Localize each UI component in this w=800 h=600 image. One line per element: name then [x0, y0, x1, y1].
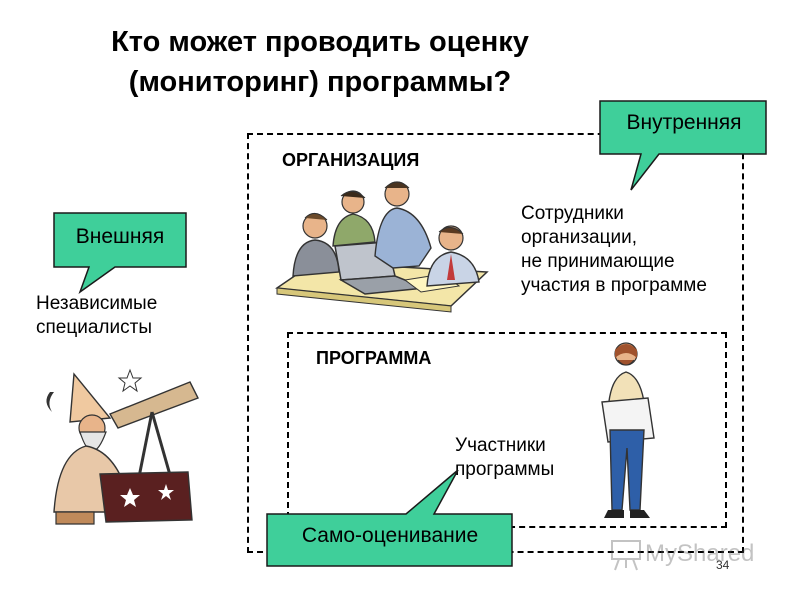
self-assessment-callout-label: Само-оценивание: [301, 524, 479, 547]
presentation-board-icon: [611, 540, 641, 571]
title-line-1: Кто может проводить оценку: [111, 26, 529, 58]
man-holding-folder-illustration: [596, 338, 660, 522]
watermark: MyShared: [609, 536, 769, 576]
team-meeting-illustration: [275, 176, 490, 314]
wizard-telescope-illustration: [40, 362, 202, 526]
organization-description: Сотрудники организации, не принимающие у…: [521, 203, 707, 296]
external-description: Независимые специалисты: [36, 293, 158, 338]
program-heading: ПРОГРАММА: [316, 348, 432, 368]
internal-callout: Внутренняя: [599, 100, 769, 192]
self-assessment-callout: Само-оценивание: [266, 468, 514, 568]
page-title: Кто может проводить оценку (мониторинг) …: [40, 22, 600, 102]
internal-callout-label: Внутренняя: [626, 111, 742, 134]
watermark-text: MyShared: [645, 540, 755, 567]
title-line-2: (мониторинг) программы?: [128, 66, 512, 98]
external-callout-label: Внешняя: [75, 225, 165, 248]
organization-heading: ОРГАНИЗАЦИЯ: [282, 150, 420, 170]
page-number: 34: [716, 558, 730, 572]
external-callout: Внешняя: [53, 212, 187, 294]
program-description: Участники программы: [455, 435, 555, 480]
